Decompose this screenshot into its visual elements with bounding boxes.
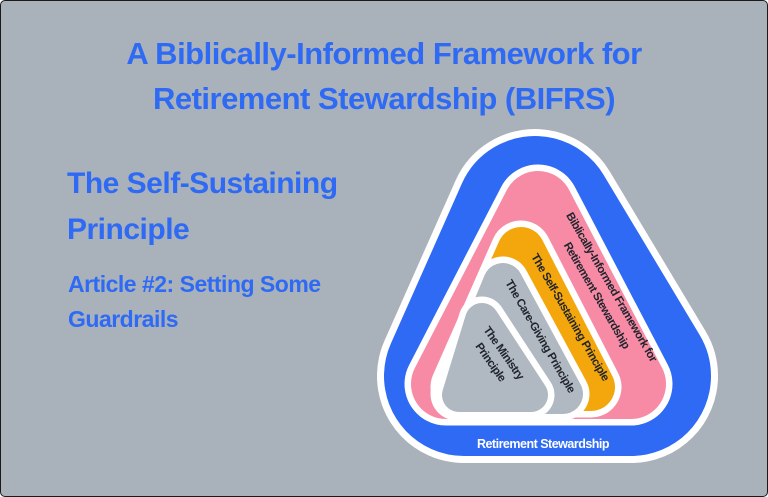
section-heading: The Self-Sustaining Principle (67, 161, 407, 253)
page-title-line2: Retirement Stewardship (BIFRS) (152, 81, 616, 116)
page-title: A Biblically-Informed Framework for Reti… (1, 31, 767, 121)
retirement-stewardship-label: Retirement Stewardship (477, 437, 610, 451)
article-subheading-line2: Guardrails (68, 306, 179, 332)
page-title-line1: A Biblically-Informed Framework for (126, 36, 642, 71)
article-subheading: Article #2: Setting Some Guardrails (68, 267, 408, 337)
section-heading-line2: Principle (67, 213, 190, 246)
article-subheading-line1: Article #2: Setting Some (68, 271, 321, 297)
ministry-principle-triangle (442, 303, 548, 412)
section-heading-line1: The Self-Sustaining (67, 167, 338, 200)
